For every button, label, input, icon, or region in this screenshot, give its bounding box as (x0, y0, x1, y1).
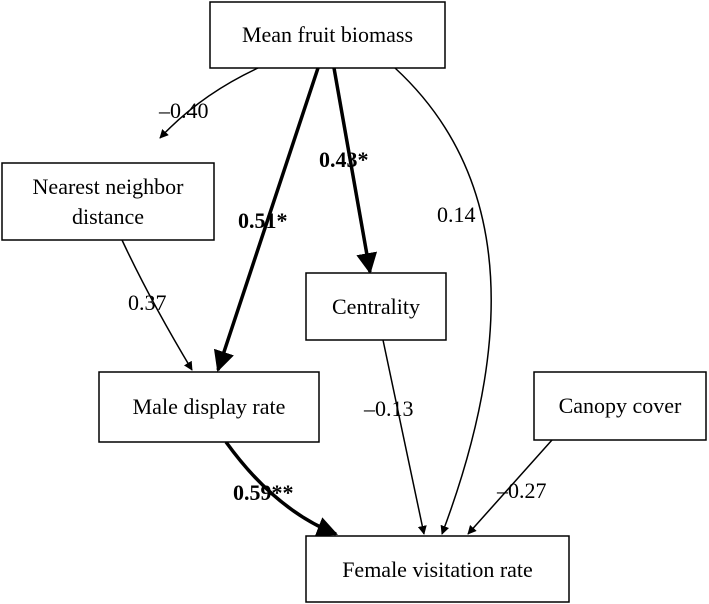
label-fruit-centrality: 0.43* (319, 147, 369, 172)
edge-canopy-to-female (467, 439, 553, 535)
node-label-centrality: Centrality (332, 294, 420, 319)
node-mean-fruit-biomass: Mean fruit biomass (209, 1, 446, 69)
label-nearest-male: 0.37 (128, 290, 167, 315)
edge-nearest-to-male (121, 239, 193, 371)
edge-male-to-female (224, 440, 338, 537)
edge-fruit-to-female (394, 67, 492, 535)
node-label-nearest-line2: distance (72, 204, 144, 229)
node-female-visitation-rate: Female visitation rate (305, 535, 570, 603)
node-centrality: Centrality (305, 272, 447, 341)
node-label-male: Male display rate (133, 394, 286, 419)
node-label-nearest-line1: Nearest neighbor (33, 174, 185, 199)
edge-fruit-to-centrality (332, 67, 378, 275)
node-male-display-rate: Male display rate (98, 371, 320, 443)
node-label-fruit: Mean fruit biomass (242, 22, 413, 47)
label-canopy-female: –0.27 (496, 478, 547, 503)
node-label-canopy: Canopy cover (559, 393, 682, 418)
label-fruit-female: 0.14 (437, 202, 476, 227)
node-nearest-neighbor-distance: Nearest neighbor distance (1, 162, 215, 241)
label-centrality-female: –0.13 (363, 396, 414, 421)
edge-fruit-to-male (213, 67, 320, 372)
node-label-female: Female visitation rate (342, 557, 533, 582)
edge-fruit-to-nearest (159, 67, 259, 139)
label-fruit-nearest: –0.40 (158, 98, 209, 123)
node-canopy-cover: Canopy cover (533, 371, 707, 441)
label-fruit-male: 0.51* (238, 208, 288, 233)
label-male-female: 0.59** (233, 480, 294, 505)
edge-centrality-to-female (382, 339, 427, 535)
